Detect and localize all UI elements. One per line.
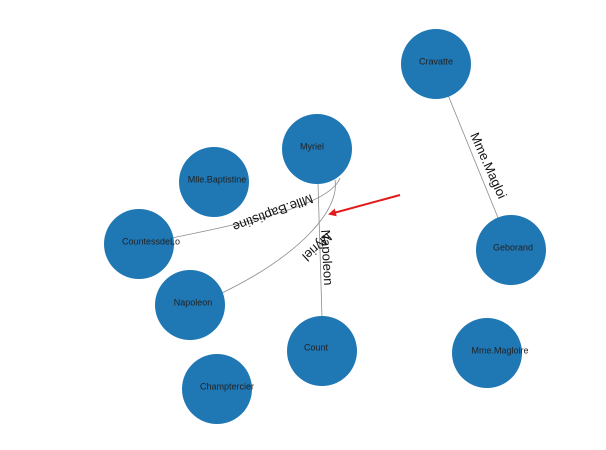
edge-cravatte-geborand [447, 94, 504, 231]
edge-myriel-count [317, 182, 323, 319]
edge-label-mme-magloi: Mme.Magloi [467, 130, 510, 201]
pointer-arrow [328, 194, 401, 217]
node-geborand[interactable]: Geborand [476, 215, 546, 285]
node-mlle-baptistine[interactable]: Mlle.Baptistine [179, 147, 249, 217]
node-mme-magloire-label: Mme.Magloire [471, 345, 528, 355]
node-count-label: Count [304, 342, 329, 352]
node-countessdelo-circle[interactable] [104, 209, 174, 279]
edge-myriel-countessdelo [171, 177, 341, 239]
node-cravatte[interactable]: Cravatte [401, 29, 471, 99]
node-countessdelo-label: CountessdeLo [122, 236, 180, 246]
node-myriel-circle[interactable] [282, 114, 352, 184]
node-champtercier-circle[interactable] [182, 354, 252, 424]
node-mme-magloire-circle[interactable] [452, 318, 522, 388]
node-count-circle[interactable] [287, 316, 357, 386]
edges [171, 94, 504, 319]
nodes: Cravatte Myriel Mlle.Baptistine Countess… [104, 29, 546, 424]
node-cravatte-circle[interactable] [401, 29, 471, 99]
node-champtercier[interactable]: Champtercier [182, 354, 254, 424]
edge-label-napoleon: Napoleon [318, 229, 336, 285]
node-geborand-circle[interactable] [476, 215, 546, 285]
node-count[interactable]: Count [287, 316, 357, 386]
node-mlle-baptistine-label: Mlle.Baptistine [188, 174, 247, 184]
node-mme-magloire[interactable]: Mme.Magloire [452, 318, 529, 388]
node-champtercier-label: Champtercier [200, 381, 254, 391]
node-napoleon-label: Napoleon [174, 297, 213, 307]
node-countessdelo[interactable]: CountessdeLo [104, 209, 180, 279]
node-napoleon-circle[interactable] [155, 270, 225, 340]
node-napoleon[interactable]: Napoleon [155, 270, 225, 340]
node-geborand-label: Geborand [493, 242, 533, 252]
node-cravatte-label: Cravatte [419, 56, 453, 66]
edge-myriel-napoleon [221, 179, 336, 294]
node-myriel[interactable]: Myriel [282, 114, 352, 184]
node-myriel-label: Myriel [300, 141, 324, 151]
node-mlle-baptistine-circle[interactable] [179, 147, 249, 217]
edge-labels: Mlle.Baptistine Myriel Napoleon Mme.Magl… [231, 130, 510, 286]
